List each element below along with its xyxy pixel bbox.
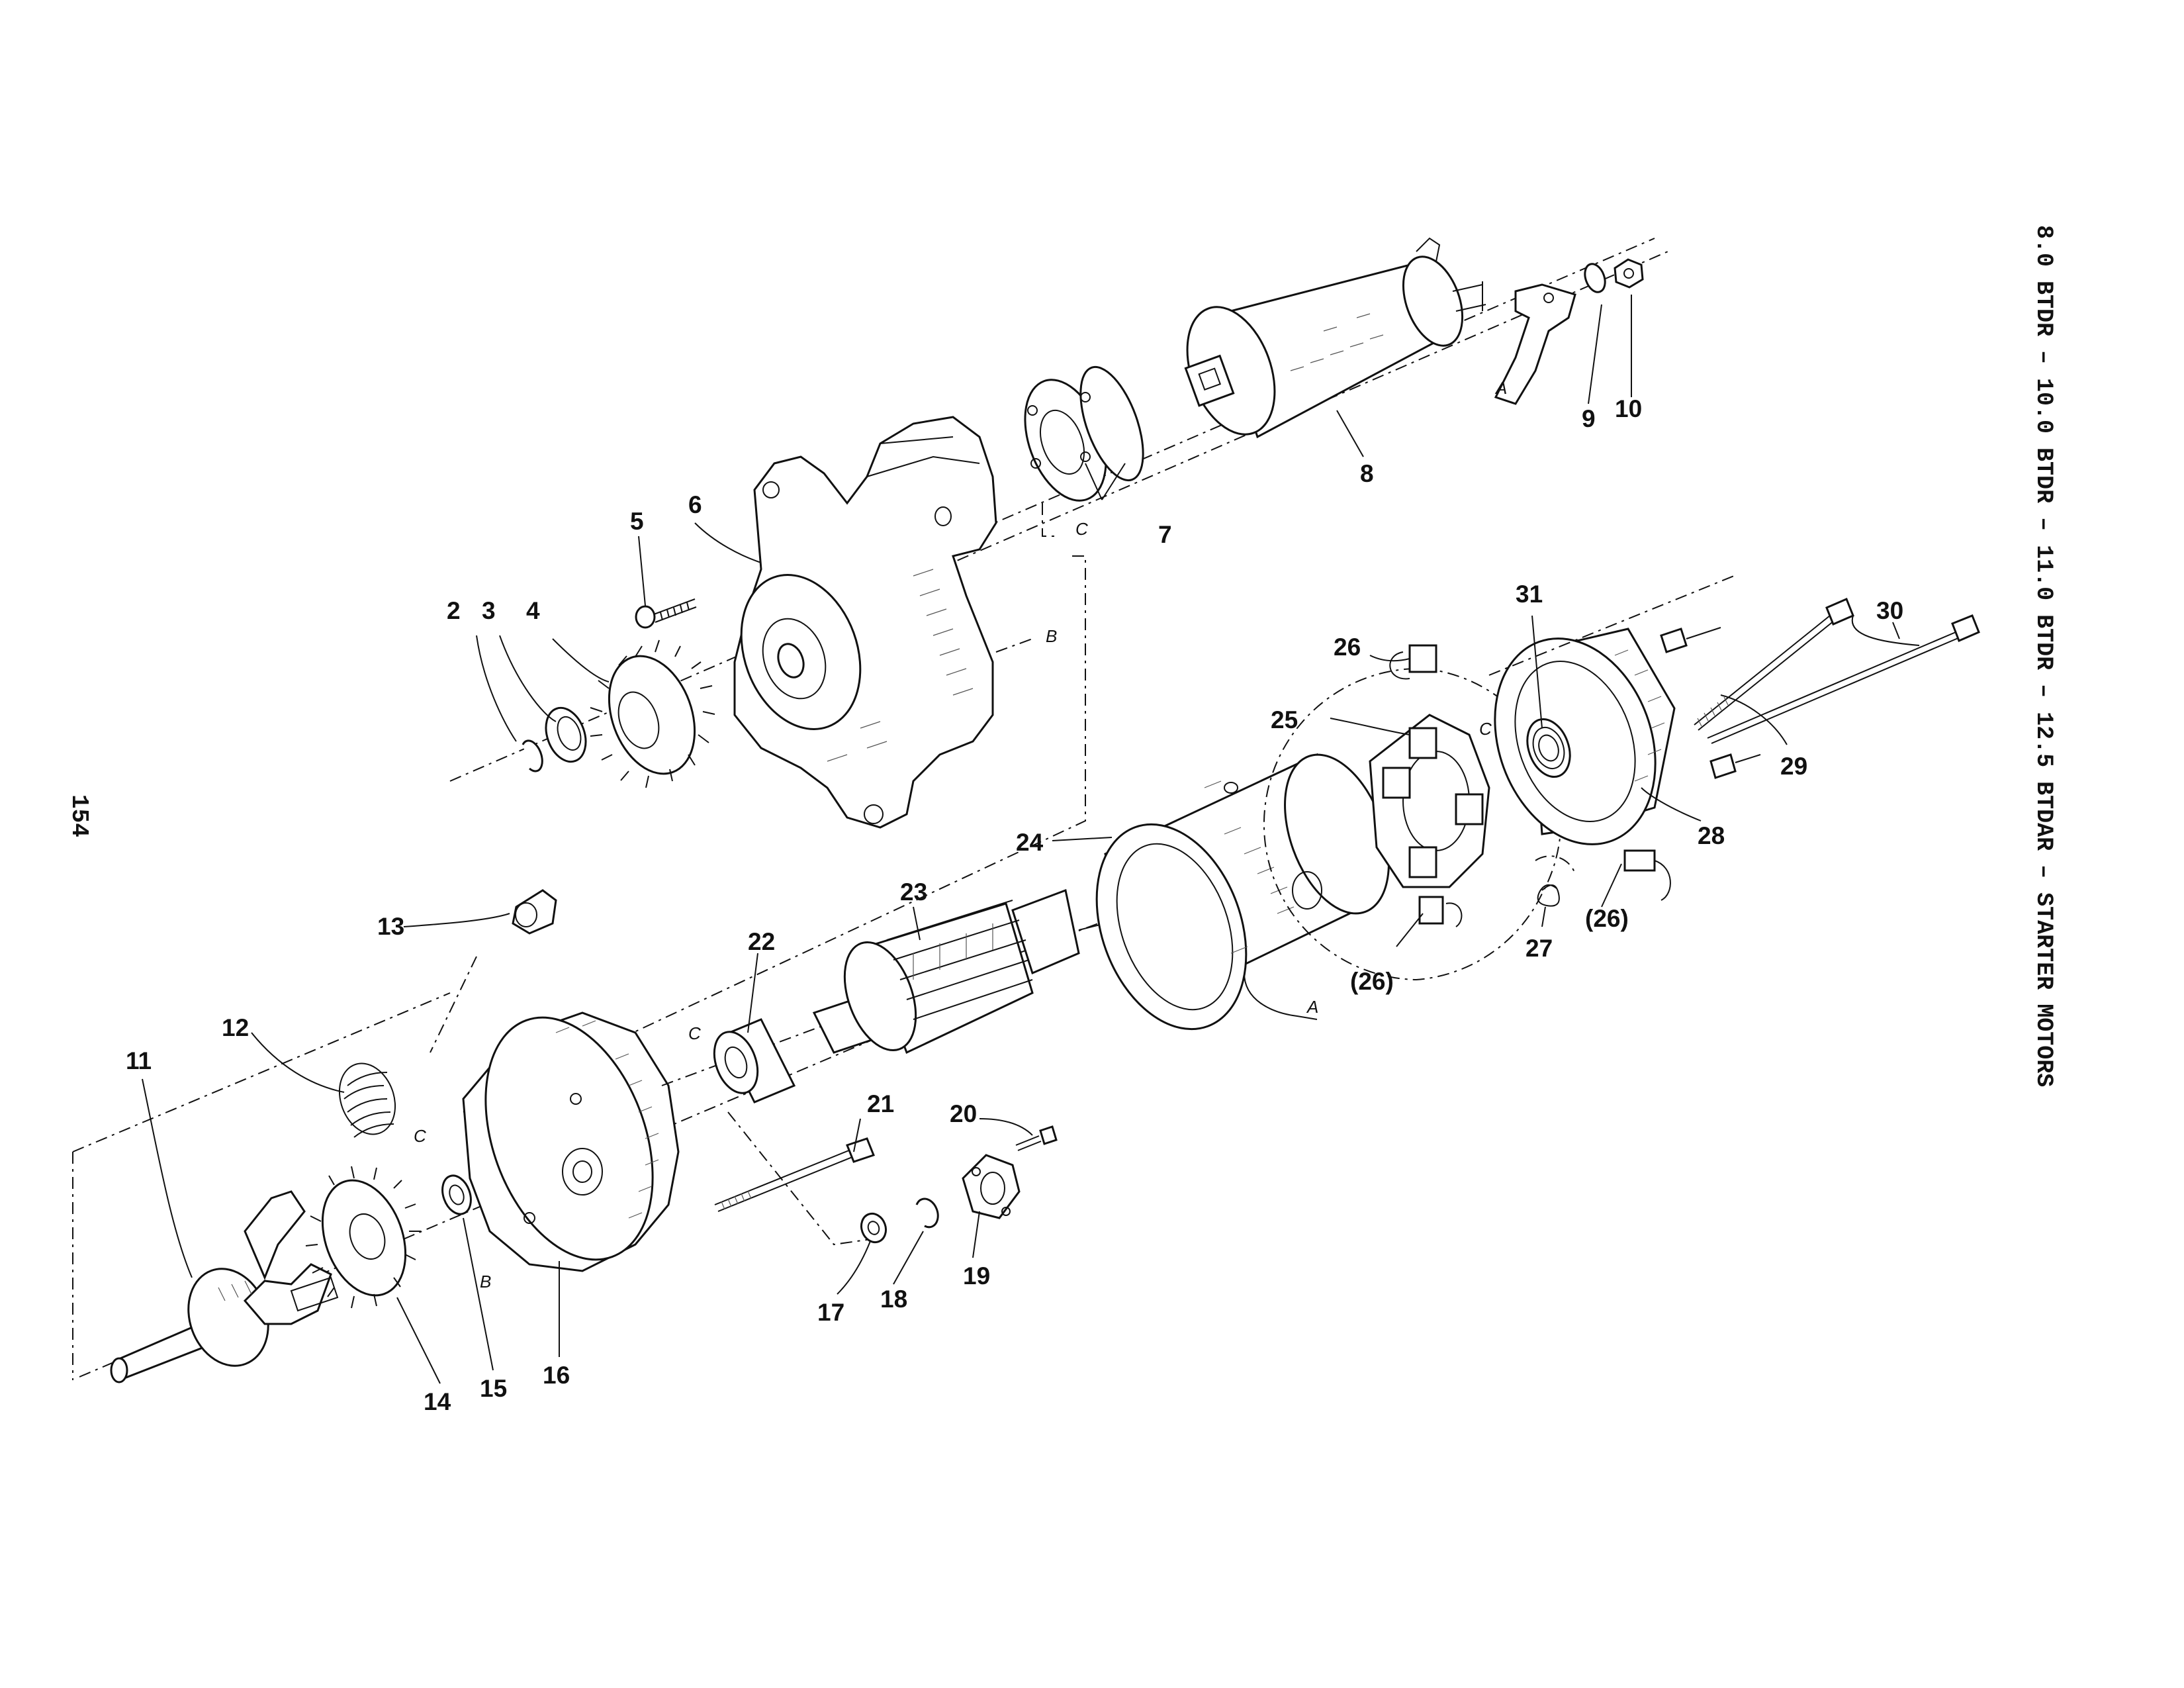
washer-15 — [441, 1174, 472, 1215]
screw-20 — [1015, 1125, 1058, 1151]
bearing-22 — [713, 1018, 796, 1103]
shims-7 — [1024, 365, 1144, 502]
page-side-title: 8.0 BTDR – 10.0 BTDR – 11.0 BTDR – 12.5 … — [2030, 225, 2057, 1088]
ref-letter-a-upper: A — [1494, 378, 1507, 398]
ref-letter-c-upper: C — [1075, 519, 1088, 539]
callout-24: 24 — [1016, 829, 1044, 856]
washer-18 — [915, 1197, 939, 1229]
callout-14: 14 — [424, 1388, 451, 1415]
callout-3: 3 — [482, 597, 496, 624]
callout-16: 16 — [543, 1362, 570, 1389]
nut-10 — [1614, 258, 1644, 289]
spring-12 — [338, 1062, 396, 1138]
callout-30: 30 — [1876, 597, 1903, 624]
screw-29-bottom — [1709, 753, 1761, 779]
callout-28: 28 — [1698, 822, 1725, 849]
pinion-gear-4 — [590, 639, 715, 788]
callout-26-top: 26 — [1334, 633, 1361, 661]
callout-25: 25 — [1271, 706, 1298, 733]
callout-10: 10 — [1615, 395, 1642, 422]
callout-15: 15 — [480, 1375, 507, 1402]
callout-9: 9 — [1582, 405, 1596, 432]
callout-22: 22 — [748, 928, 775, 955]
callout-17: 17 — [817, 1299, 844, 1326]
collar-3 — [545, 706, 587, 763]
reference-bracket-lower — [72, 992, 881, 1380]
callout-8: 8 — [1360, 460, 1374, 487]
callout-4: 4 — [526, 597, 540, 624]
ref-letter-c-right: C — [1479, 719, 1492, 739]
ref-letter-b-lower: B — [480, 1272, 491, 1291]
ref-letter-c-middle: C — [688, 1023, 701, 1043]
callout-2: 2 — [447, 597, 461, 624]
brush-spring-27 — [1535, 855, 1576, 907]
gear-14 — [305, 1166, 421, 1309]
brush-26-lower-right — [1623, 849, 1671, 901]
callout-26-left: (26) — [1350, 968, 1394, 995]
retaining-ring-2 — [522, 739, 543, 773]
washer-17 — [860, 1212, 887, 1244]
end-cover-28 — [1494, 628, 1676, 845]
screw-5 — [635, 598, 697, 629]
drive-shaft-11 — [110, 1190, 339, 1383]
callout-19: 19 — [963, 1262, 990, 1289]
callout-20: 20 — [950, 1100, 977, 1127]
callout-12: 12 — [222, 1014, 249, 1041]
ref-letter-a-lower: A — [1306, 997, 1318, 1017]
ref-letter-b-upper: B — [1046, 626, 1057, 646]
holder-13 — [512, 889, 557, 935]
callout-13: 13 — [377, 913, 404, 940]
through-bolt-21 — [714, 1137, 875, 1212]
terminal-strap-a — [1494, 283, 1576, 405]
drive-end-housing-6 — [733, 416, 997, 829]
reference-bracket-b — [463, 555, 1086, 1113]
end-axis-line — [1488, 575, 1735, 676]
solenoid-8 — [1184, 237, 1486, 439]
callout-7: 7 — [1158, 521, 1172, 548]
callout-29: 29 — [1780, 753, 1807, 780]
brush-26-top — [1389, 644, 1437, 680]
upper-axis-line — [449, 251, 1668, 782]
callout-18: 18 — [880, 1286, 907, 1313]
intermediate-housing-16 — [462, 1011, 680, 1272]
holder-link-line — [430, 956, 477, 1053]
reference-bracket-c-upper — [1042, 503, 1059, 537]
leader-lines — [142, 295, 1920, 1384]
screw-29-top — [1660, 627, 1721, 653]
long-bolts-30 — [1694, 598, 1980, 744]
callout-26-right: (26) — [1585, 905, 1629, 932]
armature-23 — [812, 888, 1119, 1055]
callout-27: 27 — [1525, 935, 1553, 962]
callout-11: 11 — [126, 1047, 152, 1074]
page-number: 154 — [66, 794, 93, 837]
ref-letter-c-lower: C — [414, 1126, 426, 1146]
cover-19 — [962, 1154, 1021, 1219]
brush-26-lower-left — [1418, 896, 1463, 927]
washer-9 — [1584, 263, 1606, 293]
callout-31: 31 — [1516, 581, 1543, 608]
brush-holder-25 — [1369, 714, 1490, 888]
callout-23: 23 — [900, 878, 927, 906]
callout-21: 21 — [867, 1090, 894, 1117]
yoke-24 — [1095, 753, 1390, 1031]
callout-6: 6 — [688, 491, 702, 518]
callout-5: 5 — [630, 508, 644, 535]
